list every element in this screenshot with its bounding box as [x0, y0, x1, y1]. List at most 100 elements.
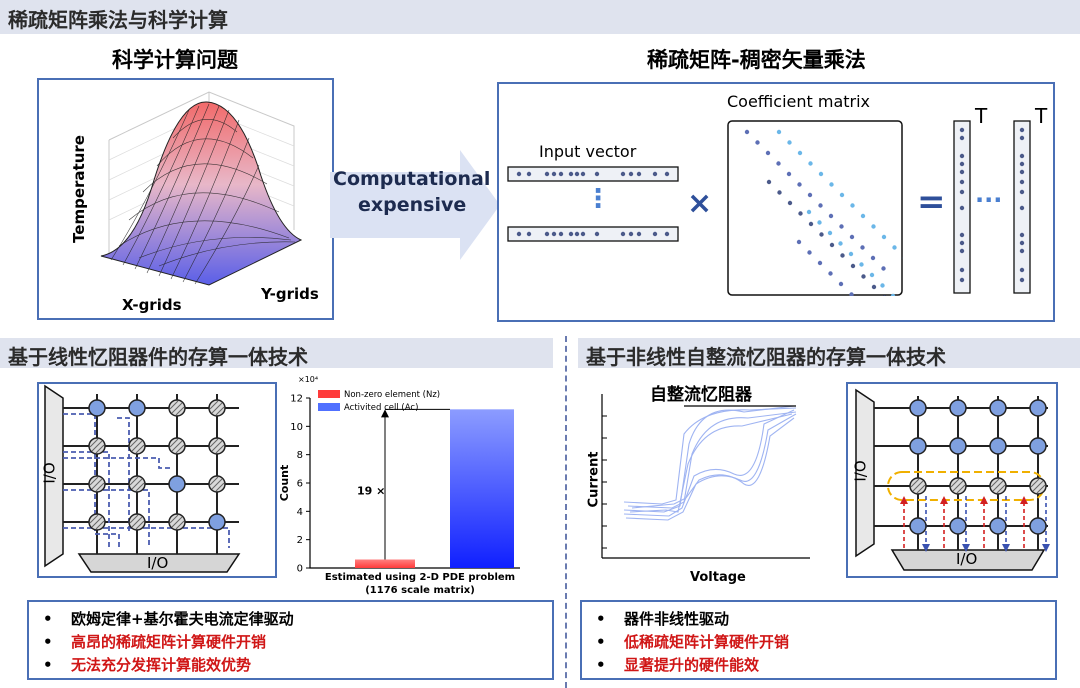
- matrix-entry: [806, 209, 812, 215]
- matrix-entry: [829, 182, 834, 187]
- nonlinear-crossbar: [855, 388, 1050, 571]
- matrix-entry: [808, 161, 813, 166]
- bar-activited: [450, 409, 514, 568]
- cell-hatch: [209, 438, 225, 454]
- left-section-bar: [0, 338, 553, 368]
- matrix-entry: [765, 150, 771, 156]
- matrix-entry: [859, 262, 864, 267]
- matrix-entry: [797, 150, 803, 156]
- coefficient-matrix: [727, 120, 903, 296]
- legend-label: Non-zero element (Nz): [344, 390, 440, 400]
- nonlinear-cells: [909, 399, 1047, 535]
- surface-panel: Temperature X-grids Y-grids: [37, 78, 334, 320]
- left-top-title: 科学计算问题: [112, 48, 238, 72]
- matrix-entry: [849, 292, 854, 296]
- matrix-entry: [776, 129, 782, 135]
- matrix-entry: [797, 182, 802, 187]
- output-transpose-1: T: [975, 104, 988, 128]
- active-cell: [949, 399, 967, 417]
- matrix-entry: [818, 171, 824, 177]
- matrix-entry: [840, 253, 845, 258]
- cell-hatch: [950, 478, 966, 494]
- left-bullet-box: •欧姆定律+基尔霍夫电流定律驱动 •高昂的稀疏矩阵计算硬件开销 •无法充分发挥计…: [27, 600, 554, 680]
- surface-zlabel: Temperature: [69, 135, 88, 243]
- output-hdots: ···: [975, 186, 1003, 214]
- equals-sign: =: [917, 182, 946, 222]
- active-cell: [909, 437, 927, 455]
- cell-hatch: [89, 438, 105, 454]
- right-bullet-3: •显著提升的硬件能效: [596, 656, 760, 674]
- nonlinear-io-side: I/O: [851, 460, 870, 482]
- matrix-entry: [807, 250, 812, 255]
- matrix-entry: [787, 200, 793, 206]
- active-cell: [989, 517, 1007, 535]
- input-vector-label: Input vector: [539, 142, 637, 161]
- linear-crossbar: [44, 384, 241, 573]
- x-axis-label: Estimated using 2-D PDE problem: [325, 572, 515, 583]
- legend-label: Activited cell (Ac): [344, 403, 418, 413]
- matrix-entry: [848, 251, 854, 257]
- annotation-label: 19 ×: [357, 484, 385, 497]
- y-tick-label: 10: [290, 422, 303, 433]
- y-tick-label: 12: [290, 394, 303, 405]
- input-vdots: ⋮: [585, 184, 611, 214]
- matrix-entry: [850, 263, 856, 269]
- right-top-title: 稀疏矩阵-稠密矢量乘法: [647, 48, 866, 72]
- matrix-entry: [827, 230, 833, 236]
- matrix-entry: [871, 224, 876, 229]
- input-vector-top: [507, 166, 679, 182]
- active-cell: [1029, 517, 1047, 535]
- right-bullet-2: •低稀疏矩阵计算硬件开销: [596, 633, 790, 651]
- active-cell: [909, 517, 927, 535]
- iv-xlabel: Voltage: [690, 570, 746, 585]
- matrix-entry: [819, 232, 824, 237]
- active-cell: [1029, 437, 1047, 455]
- matrix-entry: [766, 179, 772, 185]
- legend-swatch: [318, 403, 340, 411]
- matrix-entry: [838, 241, 843, 246]
- spmv-panel: Input vector Coefficient matrix ⋮ × = T …: [497, 82, 1055, 322]
- iv-curve-plot: [601, 394, 810, 559]
- matrix-entry: [881, 234, 887, 240]
- header-bar: [0, 0, 1080, 34]
- active-cell: [208, 513, 226, 531]
- active-cell: [989, 437, 1007, 455]
- matrix-entry: [890, 293, 896, 296]
- matrix-entry: [870, 255, 876, 261]
- output-vector-2: [1013, 120, 1031, 294]
- active-cell: [88, 399, 106, 417]
- y-tick-label: 0: [297, 564, 303, 575]
- matrix-entry: [869, 272, 875, 278]
- left-section-title: 基于线性忆阻器件的存算一体技术: [8, 345, 308, 369]
- active-cell: [128, 399, 146, 417]
- matrix-entry: [798, 211, 803, 216]
- computational-arrow: [330, 150, 500, 260]
- matrix-entry: [860, 213, 866, 219]
- matrix-entry: [850, 203, 855, 208]
- x-axis-label: (1176 scale matrix): [365, 585, 475, 596]
- cell-hatch: [89, 476, 105, 492]
- matrix-entry: [818, 203, 823, 208]
- y-axis-label: Count: [280, 465, 291, 502]
- active-cell: [949, 517, 967, 535]
- left-bullet-2: •高昂的稀疏矩阵计算硬件开销: [43, 633, 267, 651]
- iv-title: 自整流忆阻器: [650, 385, 752, 405]
- surface-plot: [100, 91, 303, 286]
- matrix-entry: [892, 245, 897, 250]
- cell-hatch: [169, 400, 185, 416]
- y-scale-label: ×10⁴: [298, 375, 318, 384]
- matrix-entry: [744, 129, 750, 135]
- cell-hatch: [209, 476, 225, 492]
- matrix-entry: [839, 224, 844, 229]
- nonlinear-crossbar-panel: I/O I/O: [846, 382, 1058, 578]
- matrix-entry: [849, 234, 855, 240]
- iv-ylabel: Current: [586, 451, 602, 508]
- left-bullet-3: •无法充分发挥计算能效优势: [43, 656, 252, 674]
- right-bullet-1: •器件非线性驱动: [596, 610, 730, 628]
- matrix-entry: [871, 284, 877, 290]
- nonlinear-io-bottom: I/O: [956, 550, 978, 568]
- legend-swatch: [318, 390, 340, 398]
- matrix-entry: [839, 192, 845, 198]
- matrix-entry: [755, 140, 760, 145]
